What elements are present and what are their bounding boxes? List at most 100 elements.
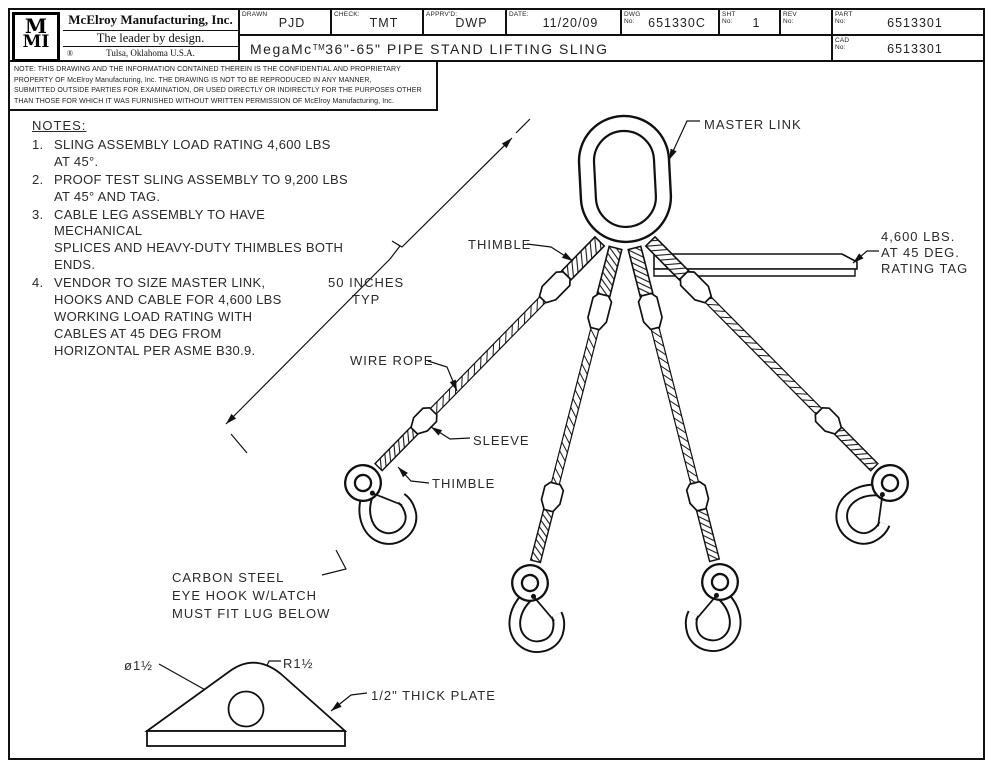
field-sht-no-label: SHT No:	[722, 11, 736, 26]
wire-rope	[650, 326, 700, 485]
company-name: McElroy Manufacturing, Inc.	[63, 10, 238, 31]
company-tagline: The leader by design.	[63, 31, 238, 47]
note-number: 4.	[32, 275, 44, 291]
field-rev-no: REV No:	[781, 10, 833, 36]
field-check-value: TMT	[369, 16, 399, 30]
sleeve	[538, 270, 571, 304]
label-rating-tag-1: 4,600 LBS.	[881, 229, 955, 244]
eye-hook	[334, 456, 419, 548]
company-location: Tulsa, Oklahoma U.S.A.	[106, 47, 195, 58]
registered-mark-icon: ®	[67, 48, 74, 58]
lifting-lug-plate	[144, 661, 348, 747]
drawing-title-prefix: MegaMc	[250, 41, 313, 57]
arrowhead-icon	[669, 148, 677, 160]
thimble-splice	[833, 426, 879, 472]
wire-rope	[429, 295, 547, 415]
arrowhead-icon	[561, 252, 573, 261]
sleeve	[637, 292, 663, 331]
thimble-splice	[695, 507, 721, 563]
label-hole-diameter: ø1½	[124, 658, 153, 673]
field-cad-no-value: 6513301	[887, 42, 943, 56]
field-date: DATE: 11/20/09	[507, 10, 622, 36]
field-part-no-value: 6513301	[887, 16, 943, 30]
field-cad-no: CAD No: 6513301	[833, 36, 983, 62]
field-drawn-value: PJD	[278, 16, 306, 30]
arrowhead-icon	[853, 253, 864, 263]
arrowhead-icon	[398, 467, 408, 478]
dimension-text-typ: TYP	[352, 292, 380, 307]
field-drawn-label: DRAWN	[242, 11, 268, 18]
dimension-line-50-inches	[225, 118, 531, 454]
title-block-logo-cell: M MI McElroy Manufacturing, Inc. The lea…	[10, 10, 240, 62]
arrowhead-icon	[431, 427, 443, 436]
note-number: 1.	[32, 137, 44, 152]
field-apprvd: APPRV'D: DWP	[424, 10, 507, 36]
logo-letter-top: M	[24, 14, 48, 38]
sleeve	[410, 406, 438, 435]
drawing-title-cell: MegaMcTM36"-65" PIPE STAND LIFTING SLING	[240, 36, 833, 62]
mmi-logo-icon: M MI	[12, 12, 60, 62]
field-part-no: PART No: 6513301	[833, 10, 983, 36]
sheet-border	[8, 8, 985, 760]
field-part-no-label: PART No:	[835, 11, 853, 26]
sling-leg	[373, 235, 606, 472]
sleeve	[814, 406, 843, 435]
trademark-mark: TM	[312, 43, 326, 52]
label-hook-2: EYE HOOK W/LATCH	[172, 588, 317, 603]
field-sht-no-value: 1	[752, 16, 761, 30]
field-drawn: DRAWN PJD	[240, 10, 332, 36]
label-hook-3: MUST FIT LUG BELOW	[172, 606, 330, 621]
field-check: CHECK: TMT	[332, 10, 424, 36]
thimble-splice	[373, 426, 419, 472]
master-link	[577, 114, 673, 244]
label-plate-thickness: 1/2" THICK PLATE	[371, 688, 496, 703]
note-item: 4.VENDOR TO SIZE MASTER LINK, HOOKS AND …	[32, 275, 352, 359]
field-dwg-no-label: DWG No:	[624, 11, 641, 26]
field-apprvd-label: APPRV'D:	[426, 11, 458, 18]
note-item: 1. SLING ASSEMBLY LOAD RATING 4,600 LBS A…	[32, 137, 352, 171]
notes-list: NOTES: 1. SLING ASSEMBLY LOAD RATING 4,60…	[32, 118, 352, 361]
sleeve	[685, 480, 710, 512]
arrowhead-icon	[331, 701, 342, 711]
field-check-label: CHECK:	[334, 11, 360, 18]
label-thimble-top: THIMBLE	[468, 237, 531, 252]
dimension-text-value: 50 INCHES	[328, 275, 404, 290]
thimble-splice	[627, 245, 654, 298]
label-thimble-bottom: THIMBLE	[432, 476, 495, 491]
field-date-label: DATE:	[509, 11, 529, 18]
field-dwg-no-value: 651330C	[648, 16, 706, 30]
label-rating-tag-2: AT 45 DEG.	[881, 245, 960, 260]
sling-leg	[644, 235, 879, 472]
sleeve	[540, 481, 565, 513]
note-text: SLING ASSEMBLY LOAD RATING 4,600 LBS AT …	[54, 137, 331, 169]
confidential-notice: NOTE: THIS DRAWING AND THE INFORMATION C…	[10, 62, 438, 111]
callout-labels: MASTER LINK THIMBLE 4,600 LBS. AT 45 DEG…	[124, 117, 968, 703]
field-dwg-no: DWG No: 651330C	[622, 10, 720, 36]
drawing-title-rest: 36"-65" PIPE STAND LIFTING SLING	[325, 41, 609, 57]
note-text: CABLE LEG ASSEMBLY TO HAVE MECHANICAL SP…	[54, 206, 344, 273]
sleeve	[679, 270, 713, 304]
logo-letter-bottom: MI	[22, 32, 50, 52]
field-apprvd-value: DWP	[455, 16, 488, 30]
rating-tag	[653, 253, 858, 277]
label-wire-rope: WIRE ROPE	[350, 353, 433, 368]
sleeve	[587, 292, 613, 331]
notes-heading: NOTES:	[32, 118, 87, 133]
eye-hook	[833, 455, 918, 547]
note-number: 3.	[32, 206, 44, 222]
label-rating-tag-3: RATING TAG	[881, 261, 968, 276]
sling-leg	[529, 245, 623, 564]
label-sleeve: SLEEVE	[473, 433, 530, 448]
note-number: 2.	[32, 171, 44, 187]
arrowhead-icon	[226, 413, 237, 424]
lug-hole	[227, 690, 265, 728]
note-item: 2.PROOF TEST SLING ASSEMBLY TO 9,200 LBS…	[32, 172, 352, 206]
eye-hook	[505, 562, 563, 651]
field-date-value: 11/20/09	[542, 16, 599, 30]
wire-rope	[550, 326, 600, 486]
field-rev-no-label: REV No:	[783, 11, 797, 26]
label-radius: R1½	[283, 656, 313, 671]
arrowhead-icon	[501, 138, 512, 149]
